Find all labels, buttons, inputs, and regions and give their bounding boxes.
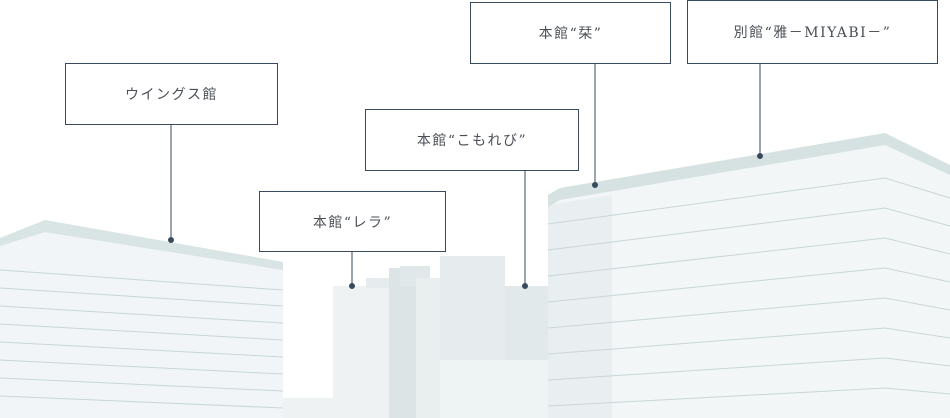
sui-leader-dot [592, 182, 598, 188]
label-wings-text: ウイングス館 [125, 87, 218, 103]
label-wings: ウイングス館 [65, 63, 278, 125]
label-komorebi: 本館“こもれび” [365, 109, 579, 171]
miyabi-leader-dot [757, 153, 763, 159]
komorebi-leader-dot [522, 283, 528, 289]
wings-leader-dot [168, 237, 174, 243]
miyabi-building [547, 133, 950, 418]
label-miyabi-text: 別館“雅－MIYABI－” [733, 25, 892, 41]
label-sui: 本館“栞” [470, 2, 671, 64]
label-lera: 本館“レラ” [259, 191, 446, 252]
label-lera-text: 本館“レラ” [312, 214, 393, 231]
label-komorebi-text: 本館“こもれび” [416, 133, 528, 149]
label-miyabi: 別館“雅－MIYABI－” [687, 0, 938, 64]
lera-leader-dot [349, 283, 355, 289]
wings-roof [0, 220, 283, 270]
low-annex-block [283, 398, 333, 418]
label-sui-text: 本館“栞” [538, 26, 603, 42]
middle-buildings [333, 256, 550, 418]
wings-building [0, 220, 284, 418]
